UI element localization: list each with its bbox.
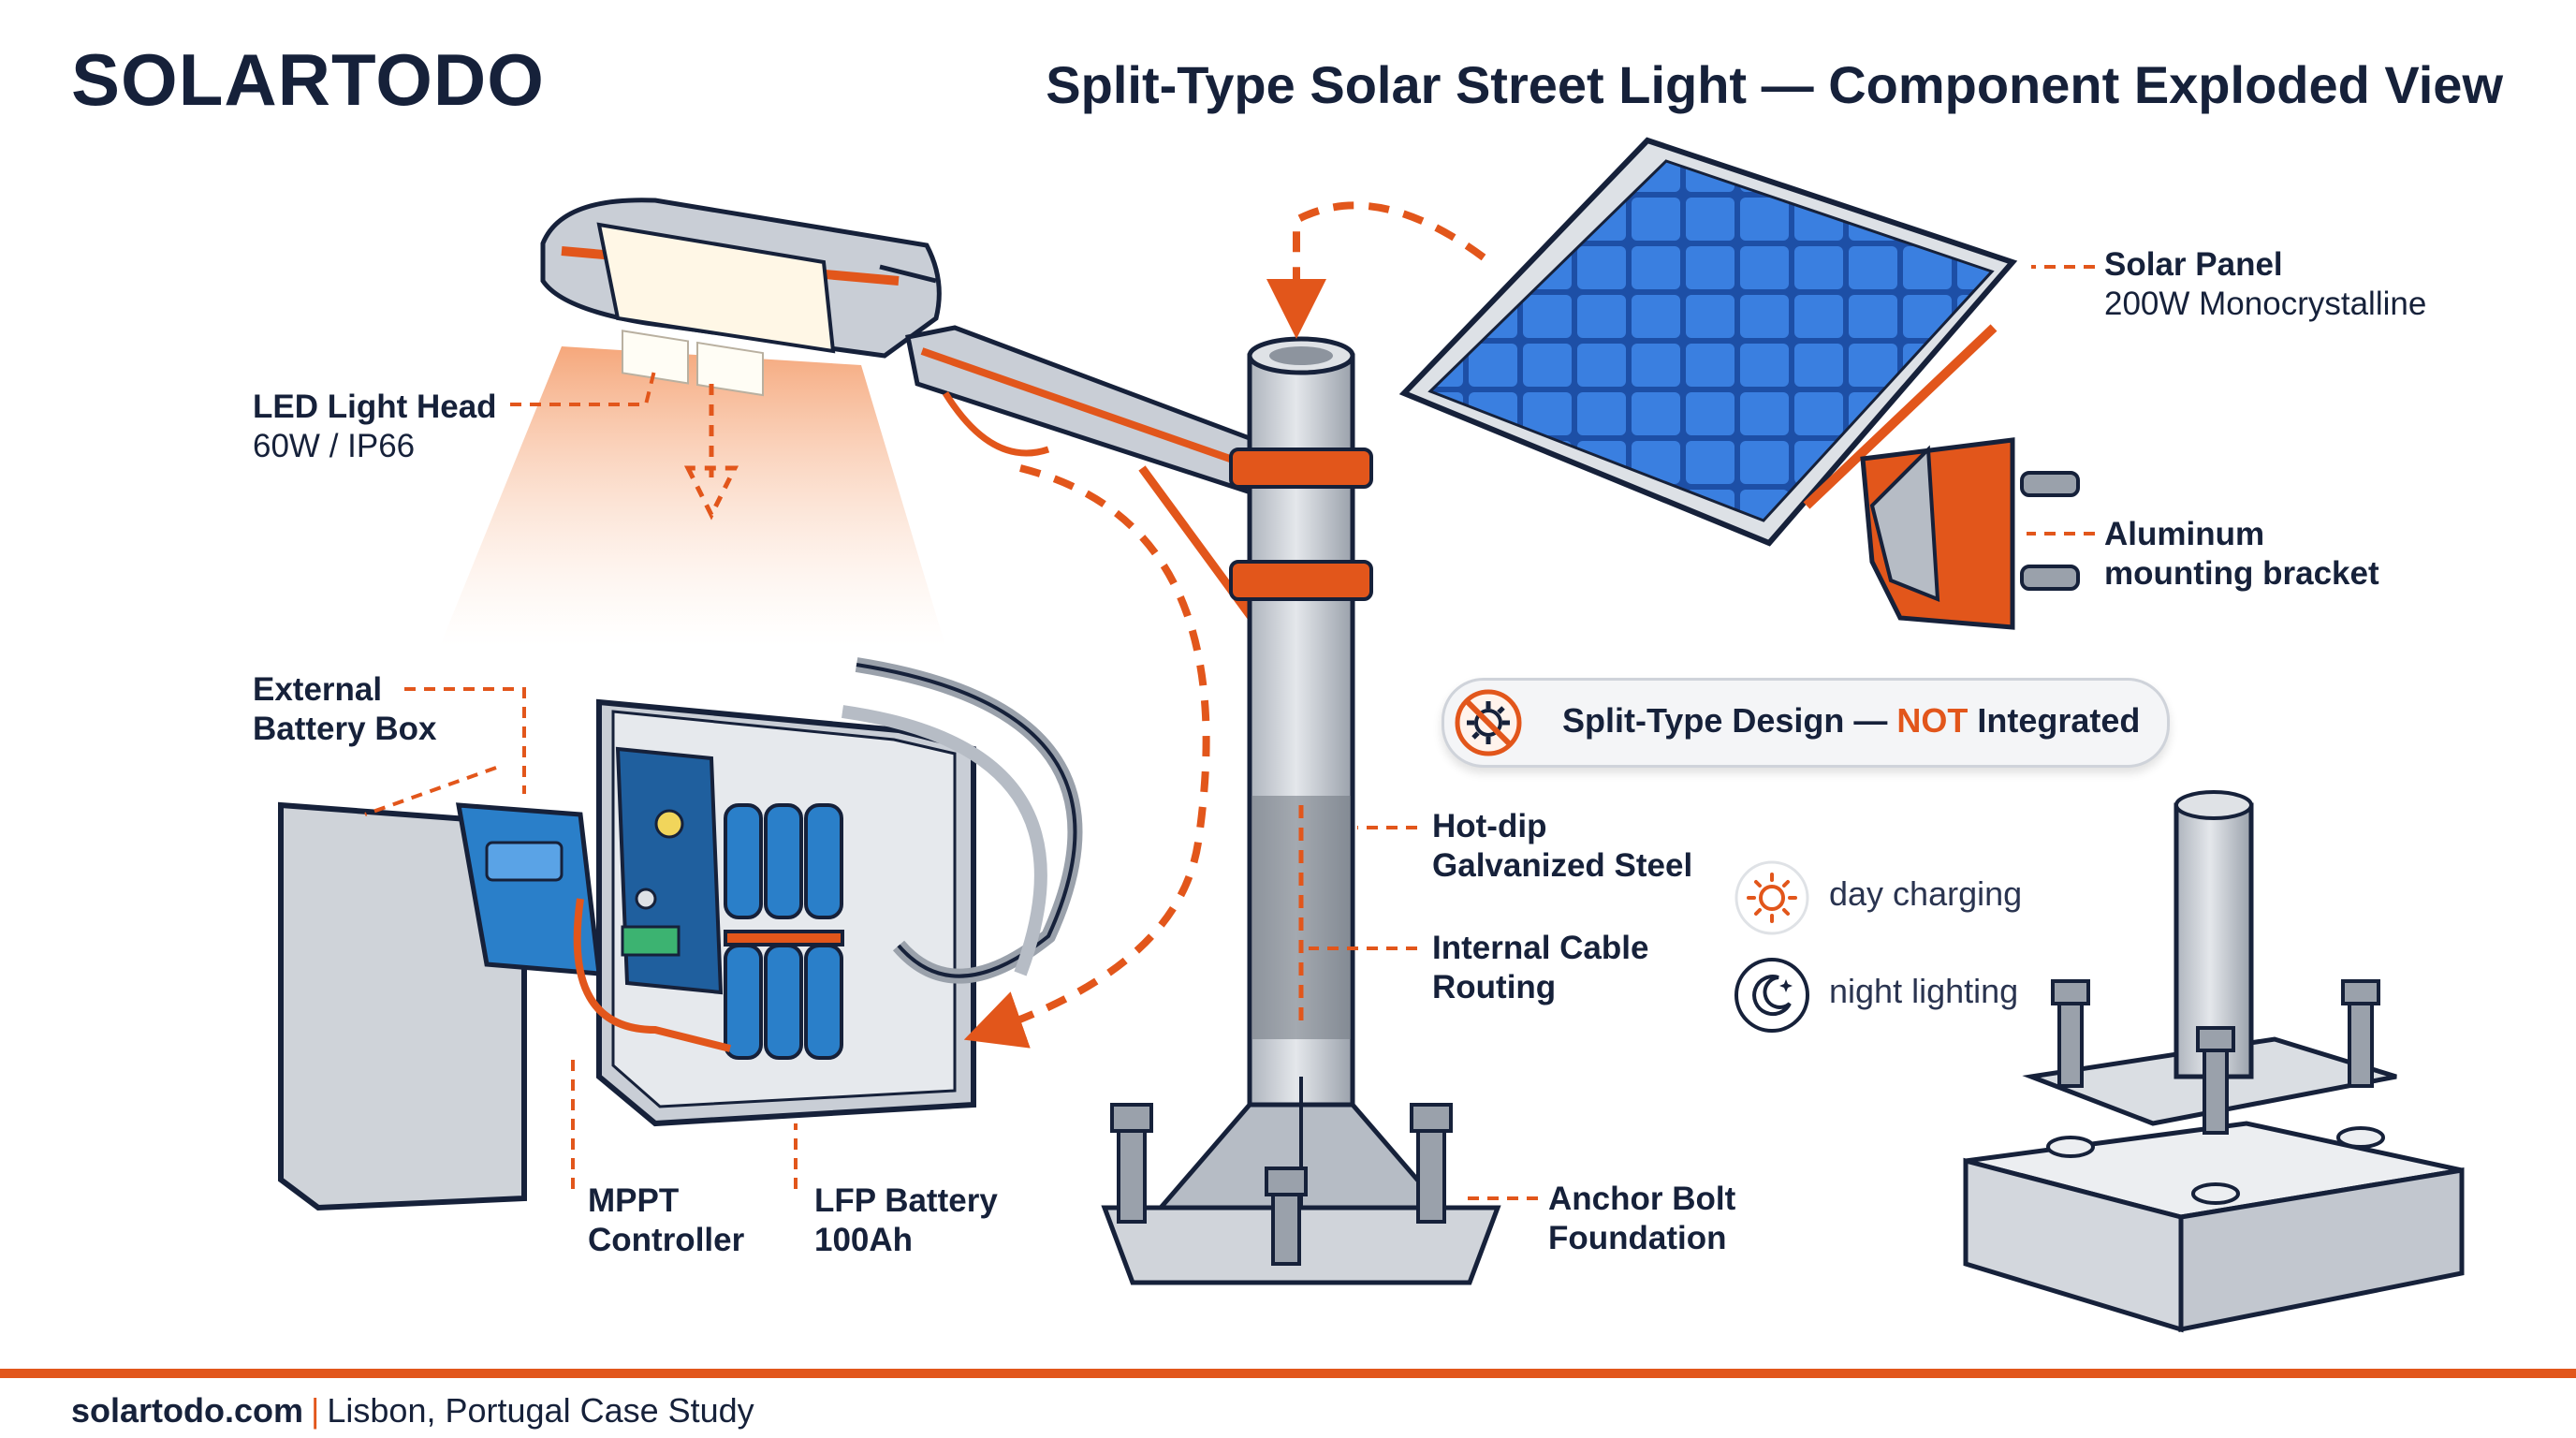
foundation-anchor-bolts — [2051, 979, 2380, 1135]
led-head-spec: 60W / IP66 — [253, 428, 416, 464]
lfp-battery-pack — [724, 803, 844, 1060]
lfp-line2: 100Ah — [814, 1222, 914, 1258]
mppt-line1: MPPT — [588, 1182, 680, 1219]
label-lfp-battery: LFP Battery 100Ah — [814, 1181, 998, 1260]
label-internal-cable-routing: Internal Cable Routing — [1432, 929, 1648, 1007]
legend-night-lighting: night lighting — [1732, 955, 2106, 1033]
badge-text-after: Integrated — [1968, 701, 2141, 740]
label-anchor-bolt-foundation: Anchor Bolt Foundation — [1548, 1180, 1735, 1258]
battery-box-line2: Battery Box — [253, 711, 437, 747]
aluminum-mounting-bracket — [1860, 437, 2080, 630]
foundation-washers — [2046, 1126, 2385, 1205]
exploded-arrows — [963, 201, 1486, 1049]
badge-text-highlight: NOT — [1896, 701, 1969, 740]
brand-logo: SOLARTODO — [71, 38, 545, 121]
leader-lines — [364, 265, 2095, 1200]
mppt-controller — [455, 802, 602, 976]
anchor-line2: Foundation — [1548, 1220, 1727, 1256]
battery-box-line1: External — [253, 671, 383, 708]
footer-caption: Lisbon, Portugal Case Study — [327, 1391, 754, 1430]
bracket-line2: mounting bracket — [2104, 555, 2379, 592]
footer: solartodo.com|Lisbon, Portugal Case Stud… — [71, 1391, 754, 1431]
sun-icon — [1734, 860, 1809, 935]
lfp-line1: LFP Battery — [814, 1182, 998, 1219]
split-type-badge: Split-Type Design — NOT Integrated — [1442, 678, 2170, 768]
label-battery-box: External Battery Box — [253, 670, 436, 749]
page-title: Split-Type Solar Street Light — Componen… — [1046, 55, 2503, 114]
cable-routing-line2: Routing — [1432, 969, 1557, 1005]
mppt-line2: Controller — [588, 1222, 745, 1258]
steel-pole — [1101, 336, 1501, 1285]
led-head-title: LED Light Head — [253, 389, 497, 425]
concrete-foundation — [1963, 1121, 2465, 1333]
legend-day-charging: day charging — [1732, 858, 2106, 935]
solar-panel — [1398, 137, 2018, 547]
label-led-light-head: LED Light Head 60W / IP66 — [253, 388, 497, 466]
led-light-head — [540, 198, 942, 397]
galvanized-line2: Galvanized Steel — [1432, 847, 1693, 884]
moon-icon — [1734, 958, 1809, 1033]
label-galvanized-steel: Hot-dip Galvanized Steel — [1432, 807, 1692, 886]
label-mounting-bracket: Aluminum mounting bracket — [2104, 515, 2379, 594]
bracket-line1: Aluminum — [2104, 516, 2265, 552]
solar-panel-spec: 200W Monocrystalline — [2104, 286, 2427, 322]
anchor-bolts — [1110, 1103, 1453, 1266]
legend-night-label: night lighting — [1829, 972, 2019, 1010]
solar-panel-title: Solar Panel — [2104, 246, 2283, 283]
anchor-line1: Anchor Bolt — [1548, 1181, 1736, 1217]
footer-site-link[interactable]: solartodo.com — [71, 1391, 304, 1430]
internal-wiring — [573, 898, 731, 1052]
badge-text: Split-Type Design — NOT Integrated — [1562, 701, 2140, 741]
cable-routing-line1: Internal Cable — [1432, 930, 1649, 966]
legend-day-label: day charging — [1829, 874, 2023, 913]
footer-separator: | — [311, 1391, 320, 1430]
no-integration-gear-icon — [1455, 689, 1522, 756]
galvanized-line1: Hot-dip — [1432, 808, 1547, 844]
footer-divider — [0, 1369, 2576, 1378]
pcb-board — [615, 746, 724, 995]
led-drop-arrow — [683, 384, 739, 521]
light-beam — [440, 346, 945, 646]
label-mppt-controller: MPPT Controller — [588, 1181, 744, 1260]
label-solar-panel: Solar Panel 200W Monocrystalline — [2104, 245, 2426, 324]
badge-text-before: Split-Type Design — — [1562, 701, 1897, 740]
